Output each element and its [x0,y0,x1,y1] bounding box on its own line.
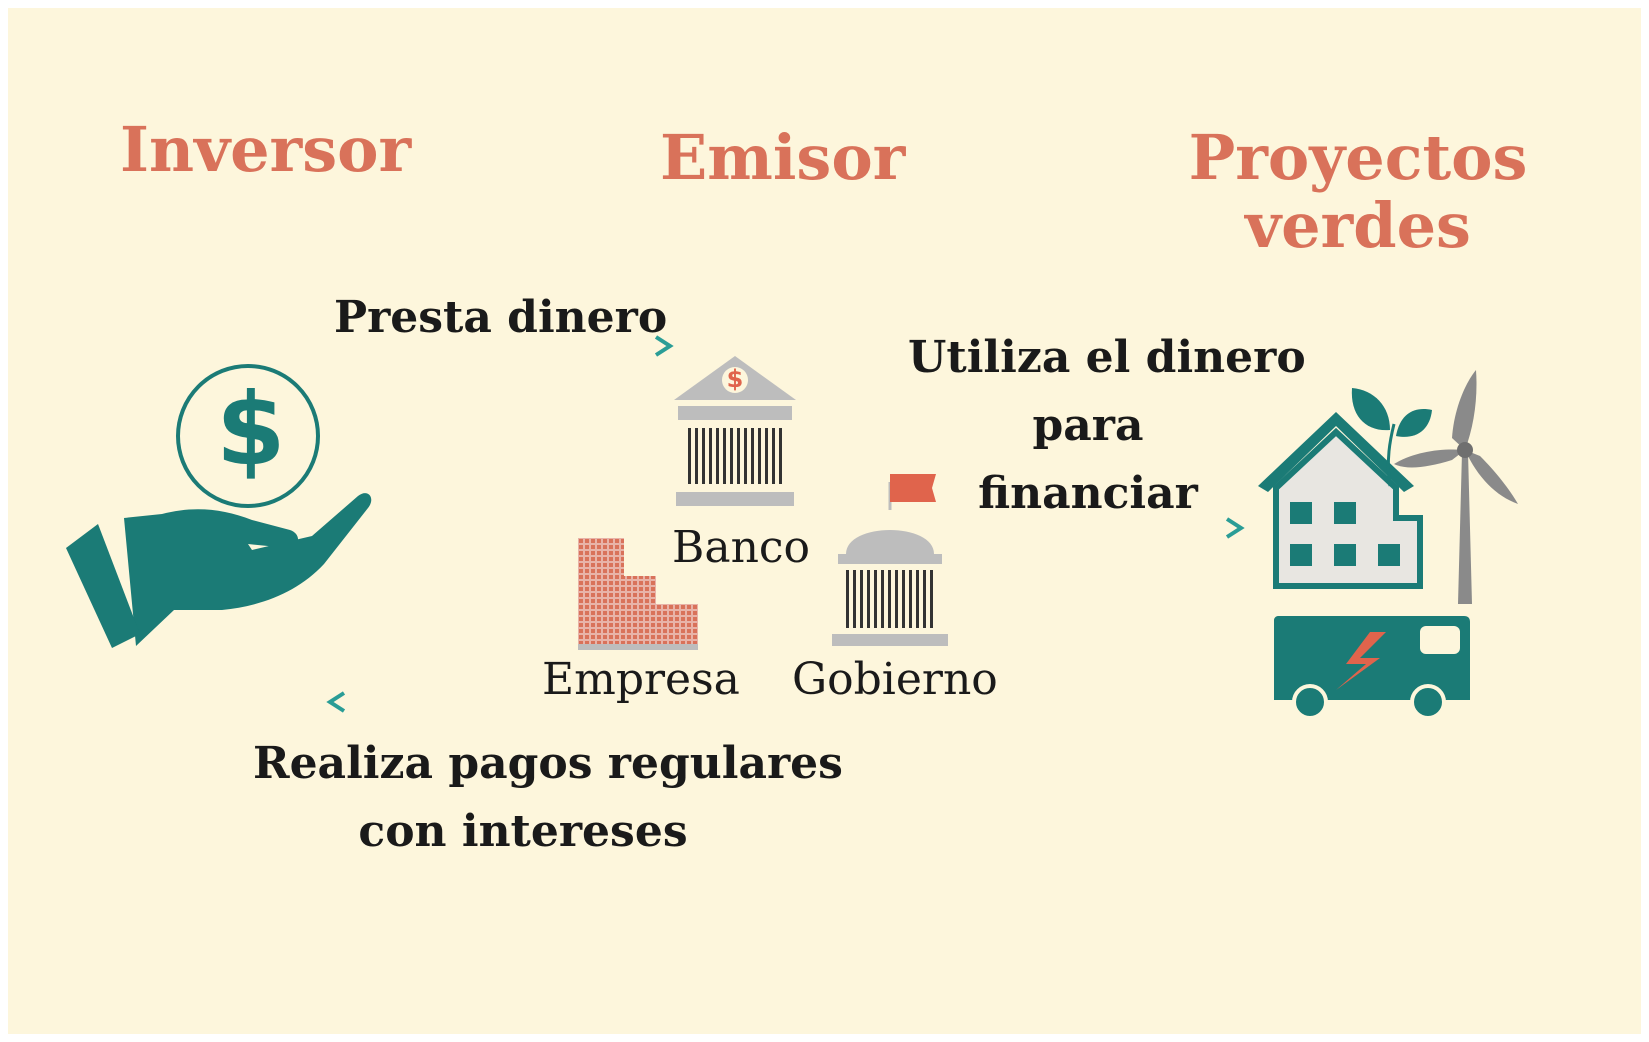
government-capitol-icon [832,474,948,646]
wind-turbine-icon [1394,370,1518,604]
company-building-icon [578,538,698,650]
bank-icon [674,356,796,506]
house-icon [1258,412,1423,589]
hand-coin-icon [66,364,372,648]
flow-label-use-line2: para [1032,400,1144,452]
label-company: Empresa [542,654,740,705]
flow-label-use-line1: Utiliza el dinero [908,332,1306,383]
heading-green-projects-line2: verdes [1245,189,1471,263]
arrow-lend [328,335,674,357]
flow-label-lend: Presta dinero [334,292,668,343]
electric-van-icon [1274,616,1470,720]
heading-issuer: Emisor [660,121,906,194]
bank-dollar-symbol: $ [726,365,744,393]
flow-label-use-line3: financiar [978,468,1198,520]
arrow-use [943,517,1245,539]
heading-investor: Inversor [120,113,412,186]
arrow-pay [326,691,674,713]
flow-label-pay-line1: Realiza pagos regulares [253,738,843,789]
flow-label-pay: Realiza pagos regulares con intereses [253,730,843,866]
coin-dollar-symbol: $ [216,371,286,488]
heading-green-projects: Proyectos verdes [1188,121,1528,263]
label-government: Gobierno [792,654,998,705]
flow-label-pay-line2: con intereses [358,806,688,858]
diagram-canvas: Inversor Emisor Proyectos verdes Presta … [8,8,1641,1034]
leaf-icon [1351,388,1432,487]
flow-label-use: Utiliza el dinero para financiar [908,324,1306,529]
heading-green-projects-line1: Proyectos [1188,121,1528,194]
label-bank: Banco [672,522,811,573]
